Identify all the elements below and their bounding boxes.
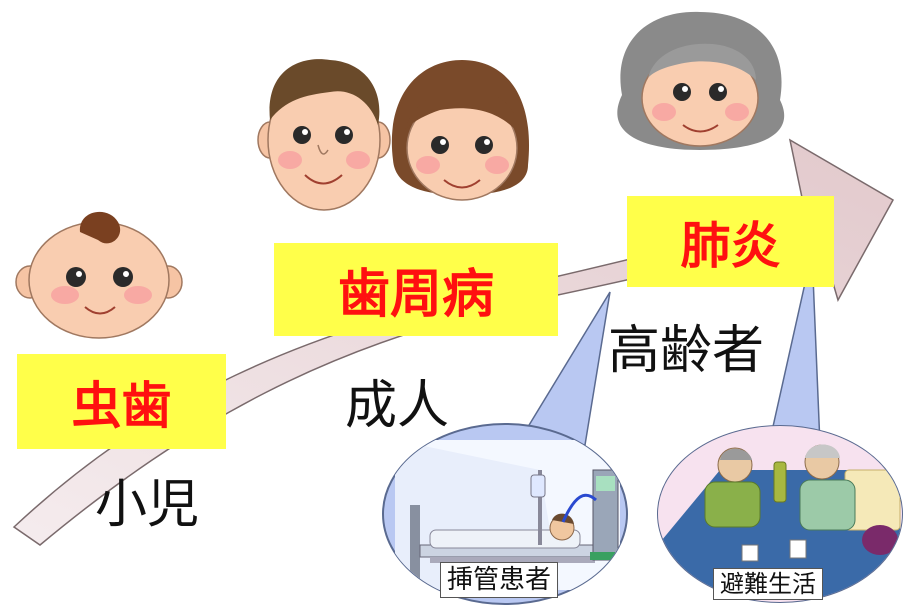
- stage-label-child: 小児: [95, 475, 200, 535]
- adult-man-face: [257, 59, 391, 211]
- disease-adult: 歯周病: [274, 243, 558, 336]
- disease-child: 虫歯: [17, 354, 226, 449]
- elderly-face: [617, 11, 785, 150]
- caption-intubation: 挿管患者: [440, 562, 559, 598]
- caption-evacuation: 避難生活: [713, 568, 823, 600]
- disease-elderly: 肺炎: [627, 196, 834, 287]
- stage-label-adult: 成人: [345, 376, 450, 436]
- adult-woman-face: [391, 60, 530, 201]
- stage-label-elderly: 高齢者: [608, 321, 765, 381]
- progression-arrow: [12, 138, 895, 546]
- child-face: [15, 211, 183, 339]
